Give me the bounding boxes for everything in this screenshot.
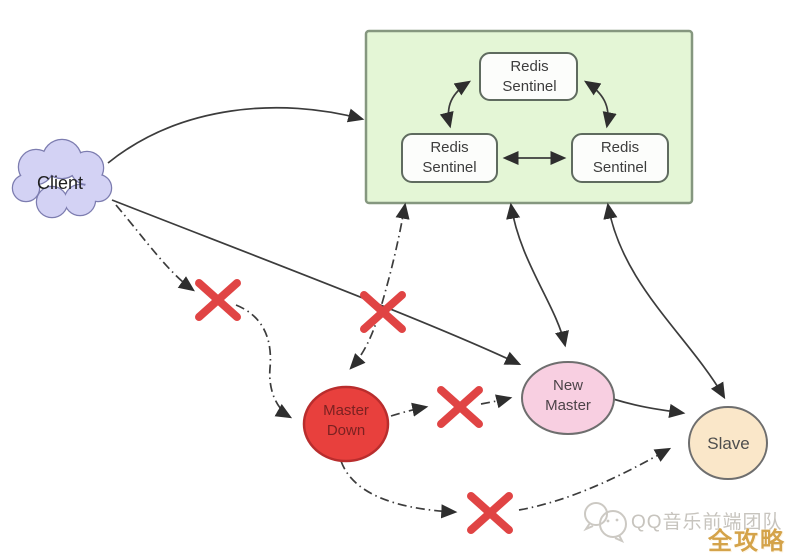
edge-master-down-to-x4 bbox=[340, 460, 458, 519]
failure-x-icon bbox=[467, 492, 513, 534]
slave-node bbox=[688, 406, 768, 480]
edge-new-master-to-slave bbox=[612, 398, 686, 418]
wechat-bubbles-icon bbox=[583, 502, 627, 543]
edge-client-to-x1 bbox=[115, 204, 195, 292]
edge-x1-to-master-down bbox=[235, 304, 293, 419]
sentinel-top-box bbox=[479, 52, 578, 101]
failure-x-icon bbox=[195, 279, 241, 321]
new-master-label: New Master bbox=[545, 377, 591, 414]
failure-x-icon bbox=[437, 386, 483, 428]
client-label: Client bbox=[36, 173, 84, 193]
sentinel-left-label: Redis Sentinel bbox=[422, 139, 477, 176]
slave-label: Slave bbox=[707, 434, 750, 453]
sentinel-top-label: Redis Sentinel bbox=[502, 58, 557, 95]
edge-client-to-new-master bbox=[111, 199, 522, 366]
master-down-node bbox=[302, 385, 390, 463]
master-down-label: Master Down bbox=[323, 402, 369, 439]
watermark-badge: 全攻略 bbox=[708, 528, 786, 555]
edge-master-down-sentinels bbox=[349, 202, 410, 370]
edge-x4-to-slave bbox=[518, 447, 672, 511]
failure-x-icon bbox=[360, 291, 406, 333]
sentinel-left-box bbox=[401, 133, 498, 183]
edge-x3-to-new-master bbox=[480, 394, 513, 409]
client-cloud bbox=[11, 138, 113, 219]
edge-master-down-to-x3 bbox=[390, 402, 429, 417]
sentinel-right-label: Redis Sentinel bbox=[592, 139, 648, 176]
watermark-team-name: QQ音乐前端团队 bbox=[631, 512, 783, 533]
new-master-node bbox=[521, 361, 615, 435]
edge-new-master-sentinels bbox=[506, 202, 569, 348]
edge-sentinel-top-right bbox=[583, 80, 617, 129]
sentinel-right-box bbox=[571, 133, 669, 183]
edge-slave-sentinels bbox=[603, 202, 726, 400]
edge-sentinel-top-left bbox=[439, 80, 472, 129]
edge-client-to-sentinels bbox=[107, 106, 365, 164]
